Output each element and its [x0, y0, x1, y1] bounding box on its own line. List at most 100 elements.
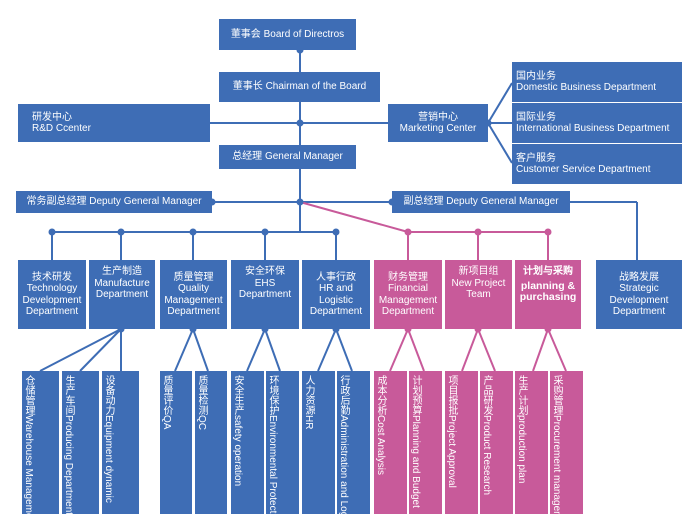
deputy-right-cn: 副总经理: [403, 196, 444, 208]
chairman-en: Chairman of the Board: [265, 81, 367, 93]
dept-cn: 安全环保: [245, 266, 285, 277]
leaf-en: QA: [161, 415, 172, 430]
dept-cn: 计划与采购: [523, 266, 573, 277]
business-customer-service-box: 客户服务 Customer Service Department: [512, 144, 682, 184]
board-en: Board of Directros: [263, 28, 345, 40]
leaf-cn: 安全生产: [232, 375, 243, 415]
dept-strategic-box: 战略发展 Strategic Development Department: [596, 260, 682, 329]
dept-financial-box: 财务管理 Financial Management Department: [374, 260, 442, 329]
leaf-cn: 生产车间: [63, 375, 74, 415]
dept-en-line: EHS: [254, 277, 276, 289]
deputy-left-en: Deputy General Manager: [89, 196, 202, 208]
dept-en-line: HR and: [319, 283, 353, 294]
leaf-cn: 质量检测: [196, 375, 207, 415]
dept-en-line: Department: [612, 306, 666, 317]
dept-en-line: Strategic: [619, 283, 659, 294]
dept-en-line: New Project: [451, 277, 506, 289]
dept-en-line: Department: [309, 306, 363, 317]
leaf-en: Environmental Protection: [267, 415, 278, 514]
dept-cn: 生产制造: [102, 266, 142, 277]
chairman-box: 董事长 Chairman of the Board: [219, 72, 380, 102]
leaf-cn: 环境保护: [267, 375, 278, 415]
rd-center-box: 研发中心 R&D Ccenter: [18, 104, 210, 142]
dept-cn: 人事行政: [316, 271, 356, 283]
general-manager-box: 总经理 General Manager: [219, 145, 356, 169]
rd-cn: 研发中心: [32, 111, 72, 123]
leaf-en: QC: [196, 415, 207, 430]
leaf-cn: 行政后勤: [338, 375, 349, 415]
leaf-cn: 产品研发: [481, 375, 492, 415]
dept-quality-box: 质量管理 Quality Management Department: [160, 260, 227, 329]
marketing-en: Marketing Center: [399, 123, 477, 134]
leaf-cn: 人力资源: [303, 375, 314, 415]
dept-en-line: Management: [164, 294, 223, 306]
dept-ehs-box: 安全环保 EHS Department: [231, 260, 299, 329]
business-cn: 国内业务: [516, 70, 556, 82]
business-cn: 国际业务: [516, 111, 556, 123]
dept-en-line: Development: [609, 294, 669, 306]
leaf-cn: 项目报批: [446, 375, 457, 415]
deputy-left-cn: 常务副总经理: [26, 196, 87, 208]
leaf-en: Administration and Logistic: [338, 415, 349, 514]
dept-en-line: planning &: [520, 279, 576, 292]
leaf-cn: 设备动力: [103, 375, 114, 415]
gm-en: General Manager: [264, 151, 343, 163]
deputy-gm-right-box: 副总经理 Deputy General Manager: [392, 191, 570, 213]
leaf-en: safety operation: [232, 415, 243, 487]
leaf-cn: 仓储管理: [23, 375, 34, 415]
business-domestic-box: 国内业务 Domestic Business Department: [512, 62, 682, 102]
dept-technology-box: 技术研发 Technology Development Department: [18, 260, 86, 329]
leaf-en: Equipment dynamic: [103, 415, 114, 503]
dept-manufacture-box: 生产制造 Manufacture Department: [89, 260, 155, 329]
leaf-cn: 成本分析: [375, 375, 386, 415]
leaf-en: Producing Department: [63, 415, 74, 514]
leaf-en: production plan: [516, 415, 527, 484]
gm-cn: 总经理: [232, 151, 263, 163]
marketing-center-box: 营销中心 Marketing Center: [388, 104, 488, 142]
dept-en-line: Team: [466, 289, 491, 300]
business-en: International Business Department: [516, 123, 670, 134]
leaf-cn: 计划预算: [410, 375, 421, 415]
chairman-cn: 董事长: [232, 81, 263, 93]
dept-en-line: Department: [238, 289, 292, 300]
leaf-en: Product Research: [481, 415, 492, 496]
dept-hr-box: 人事行政 HR and Logistic Department: [302, 260, 370, 329]
dept-new-project-box: 新项目组 New Project Team: [445, 260, 512, 329]
leaf-en: HR: [303, 415, 314, 430]
leaf-en: Project Approval: [446, 415, 457, 488]
business-international-box: 国际业务 International Business Department: [512, 103, 682, 143]
dept-cn: 战略发展: [619, 271, 659, 283]
dept-en-line: purchasing: [519, 291, 577, 303]
leaf-en: Warehouse Management: [23, 415, 34, 514]
dept-en-line: Department: [95, 289, 149, 300]
dept-cn: 技术研发: [32, 271, 72, 283]
dept-en-line: Logistic: [319, 294, 353, 306]
deputy-gm-left-box: 常务副总经理 Deputy General Manager: [16, 191, 212, 213]
leaf-cn: 采购管理: [551, 375, 562, 415]
rd-en: R&D Ccenter: [32, 123, 91, 134]
leaf-en: Planning and Budget: [410, 415, 421, 508]
dept-en-line: Technology: [26, 283, 78, 294]
leaf-en: Procurement management: [551, 415, 562, 514]
leaf-cn: 质量评价: [161, 375, 172, 415]
dept-en-line: Development: [22, 294, 82, 306]
leaf-cn: 生产计划: [516, 375, 527, 415]
dept-en-line: Quality: [177, 283, 210, 294]
business-cn: 客户服务: [516, 152, 556, 164]
dept-en-line: Management: [378, 294, 438, 306]
leaf-en: Cost Analysis: [375, 415, 386, 476]
